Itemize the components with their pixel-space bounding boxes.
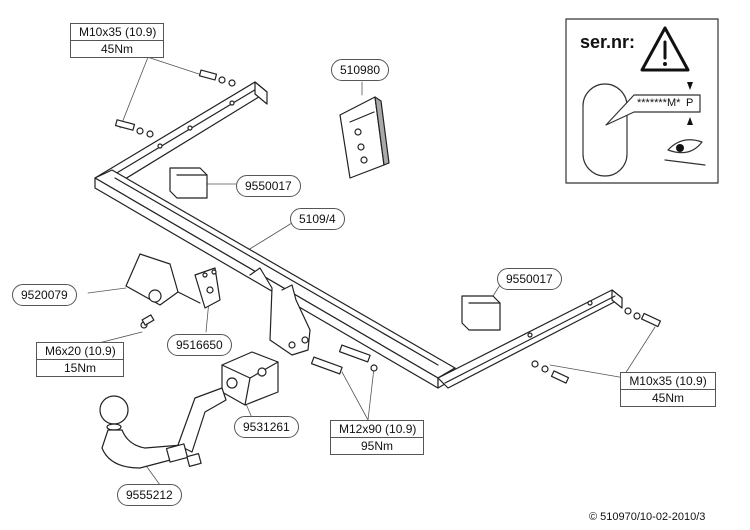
neck-bracket <box>249 267 311 356</box>
label-bracket: 9520079 <box>12 284 77 306</box>
bolt-torque: 45Nm <box>621 389 715 406</box>
tow-ball <box>99 387 227 469</box>
right-bolts <box>531 307 662 384</box>
clamp-block <box>221 351 279 406</box>
label-sticker <box>339 96 390 179</box>
bolt-spec: M12x90 (10.9) <box>339 422 417 436</box>
bolt-spec: M6x20 (10.9) <box>45 344 116 358</box>
label-510980: 510980 <box>331 59 390 81</box>
label-tow-ball: 9555212 <box>117 484 182 506</box>
serial-number-title: ser.nr: <box>580 32 636 52</box>
eye-icon <box>664 139 706 166</box>
right-side-arm <box>437 289 623 389</box>
bolt-spec: M10x35 (10.9) <box>79 25 157 39</box>
bolt-spec-main: M12x90 (10.9) 95Nm <box>330 420 424 455</box>
bolt-spec: M10x35 (10.9) <box>629 374 707 388</box>
warning-panel <box>565 18 719 184</box>
label-clamp: 9531261 <box>234 416 299 438</box>
label-crossbar: 5109/4 <box>290 208 345 230</box>
socket-plate <box>194 267 221 309</box>
serial-number-suffix: P <box>686 97 694 109</box>
bolt-spec-top-left: M10x35 (10.9) 45Nm <box>70 23 164 58</box>
bolt-torque: 15Nm <box>37 359 123 376</box>
bolt-torque: 45Nm <box>71 40 163 57</box>
label-spacer-right: 9550017 <box>497 268 562 290</box>
label-spacer-top: 9550017 <box>236 175 301 197</box>
bolt-torque: 95Nm <box>331 437 423 454</box>
serial-number-mask: *******M* <box>637 97 681 109</box>
main-bolts <box>310 344 378 375</box>
bracket <box>125 253 201 329</box>
label-socket-plate: 9516650 <box>167 334 232 356</box>
bolt-spec-small: M6x20 (10.9) 15Nm <box>36 342 124 377</box>
bolt-spec-right: M10x35 (10.9) 45Nm <box>620 372 716 407</box>
spacer-blocks <box>169 167 501 331</box>
copyright-footer: © 510970/10-02-2010/3 <box>589 511 706 523</box>
left-bolts <box>114 69 236 138</box>
